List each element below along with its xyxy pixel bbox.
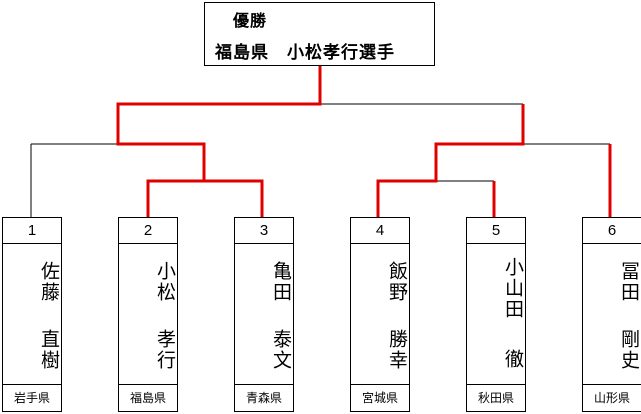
entrant4-path	[376, 104, 525, 217]
champion-box: 優勝 福島県 小松孝行選手	[204, 2, 435, 66]
seed-number: 1	[3, 218, 61, 244]
player-family-name: 佐藤	[38, 261, 60, 303]
player-given-name: 勝幸	[386, 329, 408, 371]
player-name: 飯野 勝幸	[351, 244, 409, 385]
player-name: 佐藤 直樹	[3, 244, 61, 385]
entrant-card-2: 2 小松 孝行 福島県	[118, 217, 178, 412]
player-name: 小山田 徹	[467, 244, 525, 385]
entrant-card-1: 1 佐藤 直樹 岩手県	[2, 217, 62, 412]
player-family-name: 飯野	[386, 261, 408, 303]
seed-number: 3	[235, 218, 293, 244]
champion-title: 優勝	[233, 11, 268, 30]
player-given-name: 剛史	[618, 329, 640, 371]
player-given-name: 直樹	[38, 329, 60, 371]
player-family-name: 小松	[154, 261, 176, 303]
player-family-name: 冨田	[618, 261, 640, 303]
entrant-card-5: 5 小山田 徹 秋田県	[466, 217, 526, 412]
seed-number: 6	[583, 218, 641, 244]
player-given-name: 泰文	[270, 329, 292, 371]
winner-path-semifinal	[116, 66, 322, 181]
player-name: 小松 孝行	[119, 244, 177, 385]
seed-number: 4	[351, 218, 409, 244]
player-name: 亀田 泰文	[235, 244, 293, 385]
seed-number: 5	[467, 218, 525, 244]
entrant-card-3: 3 亀田 泰文 青森県	[234, 217, 294, 412]
player-name: 冨田 剛史	[583, 244, 641, 385]
player-prefecture: 山形県	[593, 391, 630, 405]
entrant-card-6: 6 冨田 剛史 山形県	[582, 217, 641, 412]
player-family-name: 亀田	[270, 261, 292, 303]
winner-path	[146, 179, 264, 217]
entrant-card-4: 4 飯野 勝幸 宮城県	[350, 217, 410, 412]
player-prefecture: 岩手県	[13, 391, 50, 405]
player-given-name: 孝行	[154, 329, 176, 371]
player-prefecture: 宮城県	[361, 391, 398, 405]
champion-name: 福島県 小松孝行選手	[215, 43, 395, 63]
player-prefecture: 福島県	[129, 391, 166, 405]
player-prefecture: 秋田県	[477, 391, 514, 405]
player-family-name: 小山田	[502, 256, 524, 320]
player-prefecture: 青森県	[245, 391, 282, 405]
seed-number: 2	[119, 218, 177, 244]
player-given-name: 徹	[502, 348, 524, 370]
